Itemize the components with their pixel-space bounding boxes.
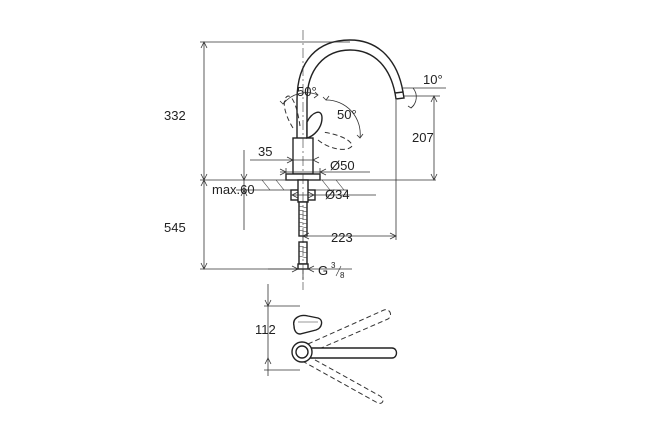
dim-spout-reach: 223 [331,230,353,245]
dim-spout-height: 207 [412,130,434,145]
side-elevation: 332 545 207 10° 50° 50° 35 Ø50 [164,30,446,290]
dim-max-thickness: max.60 [212,182,255,197]
plan-lever [293,314,323,335]
spout [296,39,405,140]
lever-ghost-down [317,131,353,150]
lever-ghost-up [283,95,301,129]
spout-ghost-left [307,309,392,353]
dim-base-diameter: Ø50 [330,158,355,173]
dim-plan-clearance: 112 [255,322,276,337]
lever-handle [306,111,323,139]
plan-view: 112 [255,284,398,404]
dim-lever-angle-b: 50° [337,107,357,122]
dim-height-below: 545 [164,220,186,235]
dim-height-above: 332 [164,108,186,123]
dim-lever-angle-a: 50° [297,84,317,99]
plan-spout [303,347,398,359]
dim-hole-diameter: Ø34 [325,187,350,202]
dim-connection: G [318,263,328,278]
dim-connection-num: 3 [331,261,336,270]
plan-base-circle [291,341,313,363]
dim-connection-den: 8 [340,271,345,280]
spout-ghost-right [303,355,384,404]
dim-body-offset: 35 [258,144,272,159]
dim-spout-tilt: 10° [423,72,443,87]
